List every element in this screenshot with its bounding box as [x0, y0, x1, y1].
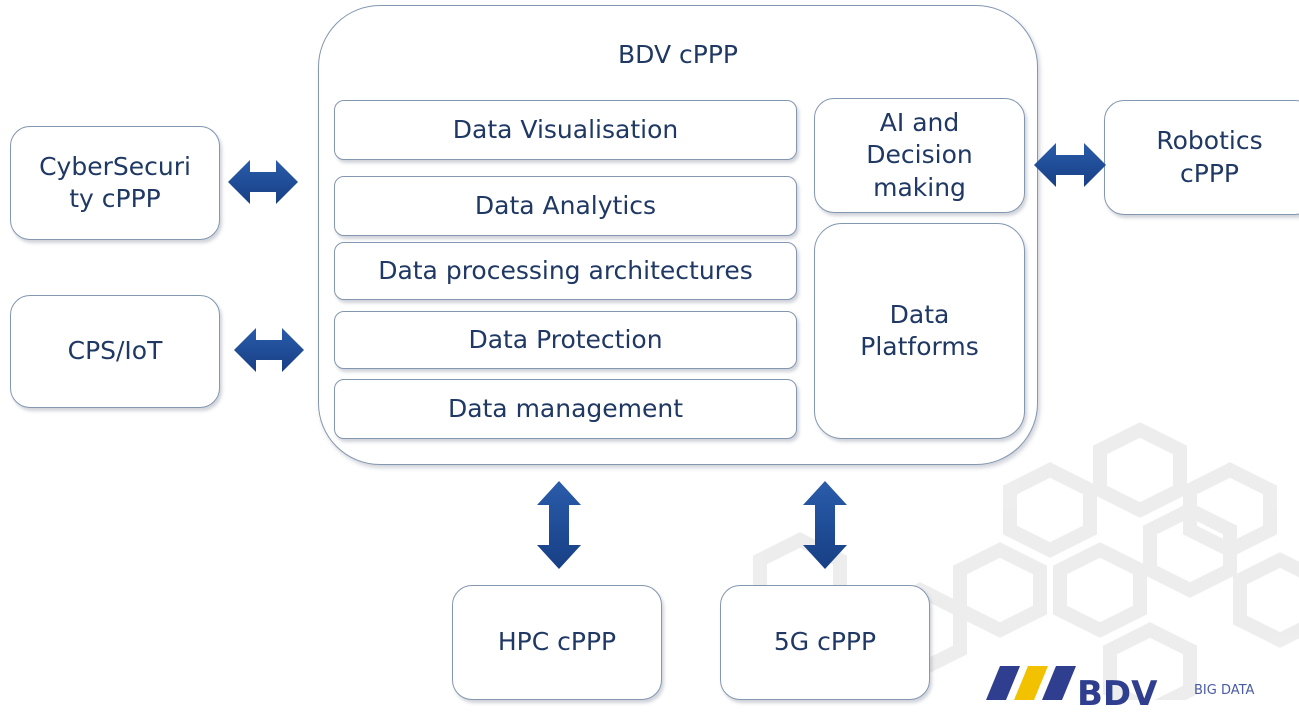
data-platforms-box: Data Platforms	[814, 223, 1025, 439]
layer-data-analytics: Data Analytics	[334, 176, 797, 236]
layer-data-management: Data management	[334, 379, 797, 439]
arrow-cps-iot	[234, 328, 304, 372]
hpc-cppp-box: HPC cPPP	[452, 585, 662, 700]
layer-data-visualisation: Data Visualisation	[334, 100, 797, 160]
5g-cppp-box: 5G cPPP	[720, 585, 930, 700]
arrow-5g	[803, 481, 847, 569]
arrow-cybersecurity	[228, 160, 298, 204]
bdv-logo-mark	[986, 666, 1076, 700]
arrow-hpc	[537, 481, 581, 569]
cybersecurity-cppp-box: CyberSecuri ty cPPP	[10, 126, 220, 240]
arrow-robotics	[1034, 143, 1106, 187]
bdv-logo-subtitle: BIG DATA	[1194, 683, 1255, 698]
cps-iot-box: CPS/IoT	[10, 295, 220, 408]
ai-decision-making-box: AI and Decision making	[814, 98, 1025, 213]
bdv-logo-text: BDV	[1077, 674, 1158, 714]
layer-data-processing-architectures: Data processing architectures	[334, 242, 797, 300]
robotics-cppp-box: Robotics cPPP	[1104, 100, 1299, 215]
bdv-cppp-title: BDV cPPP	[618, 40, 738, 69]
layer-data-protection: Data Protection	[334, 311, 797, 369]
